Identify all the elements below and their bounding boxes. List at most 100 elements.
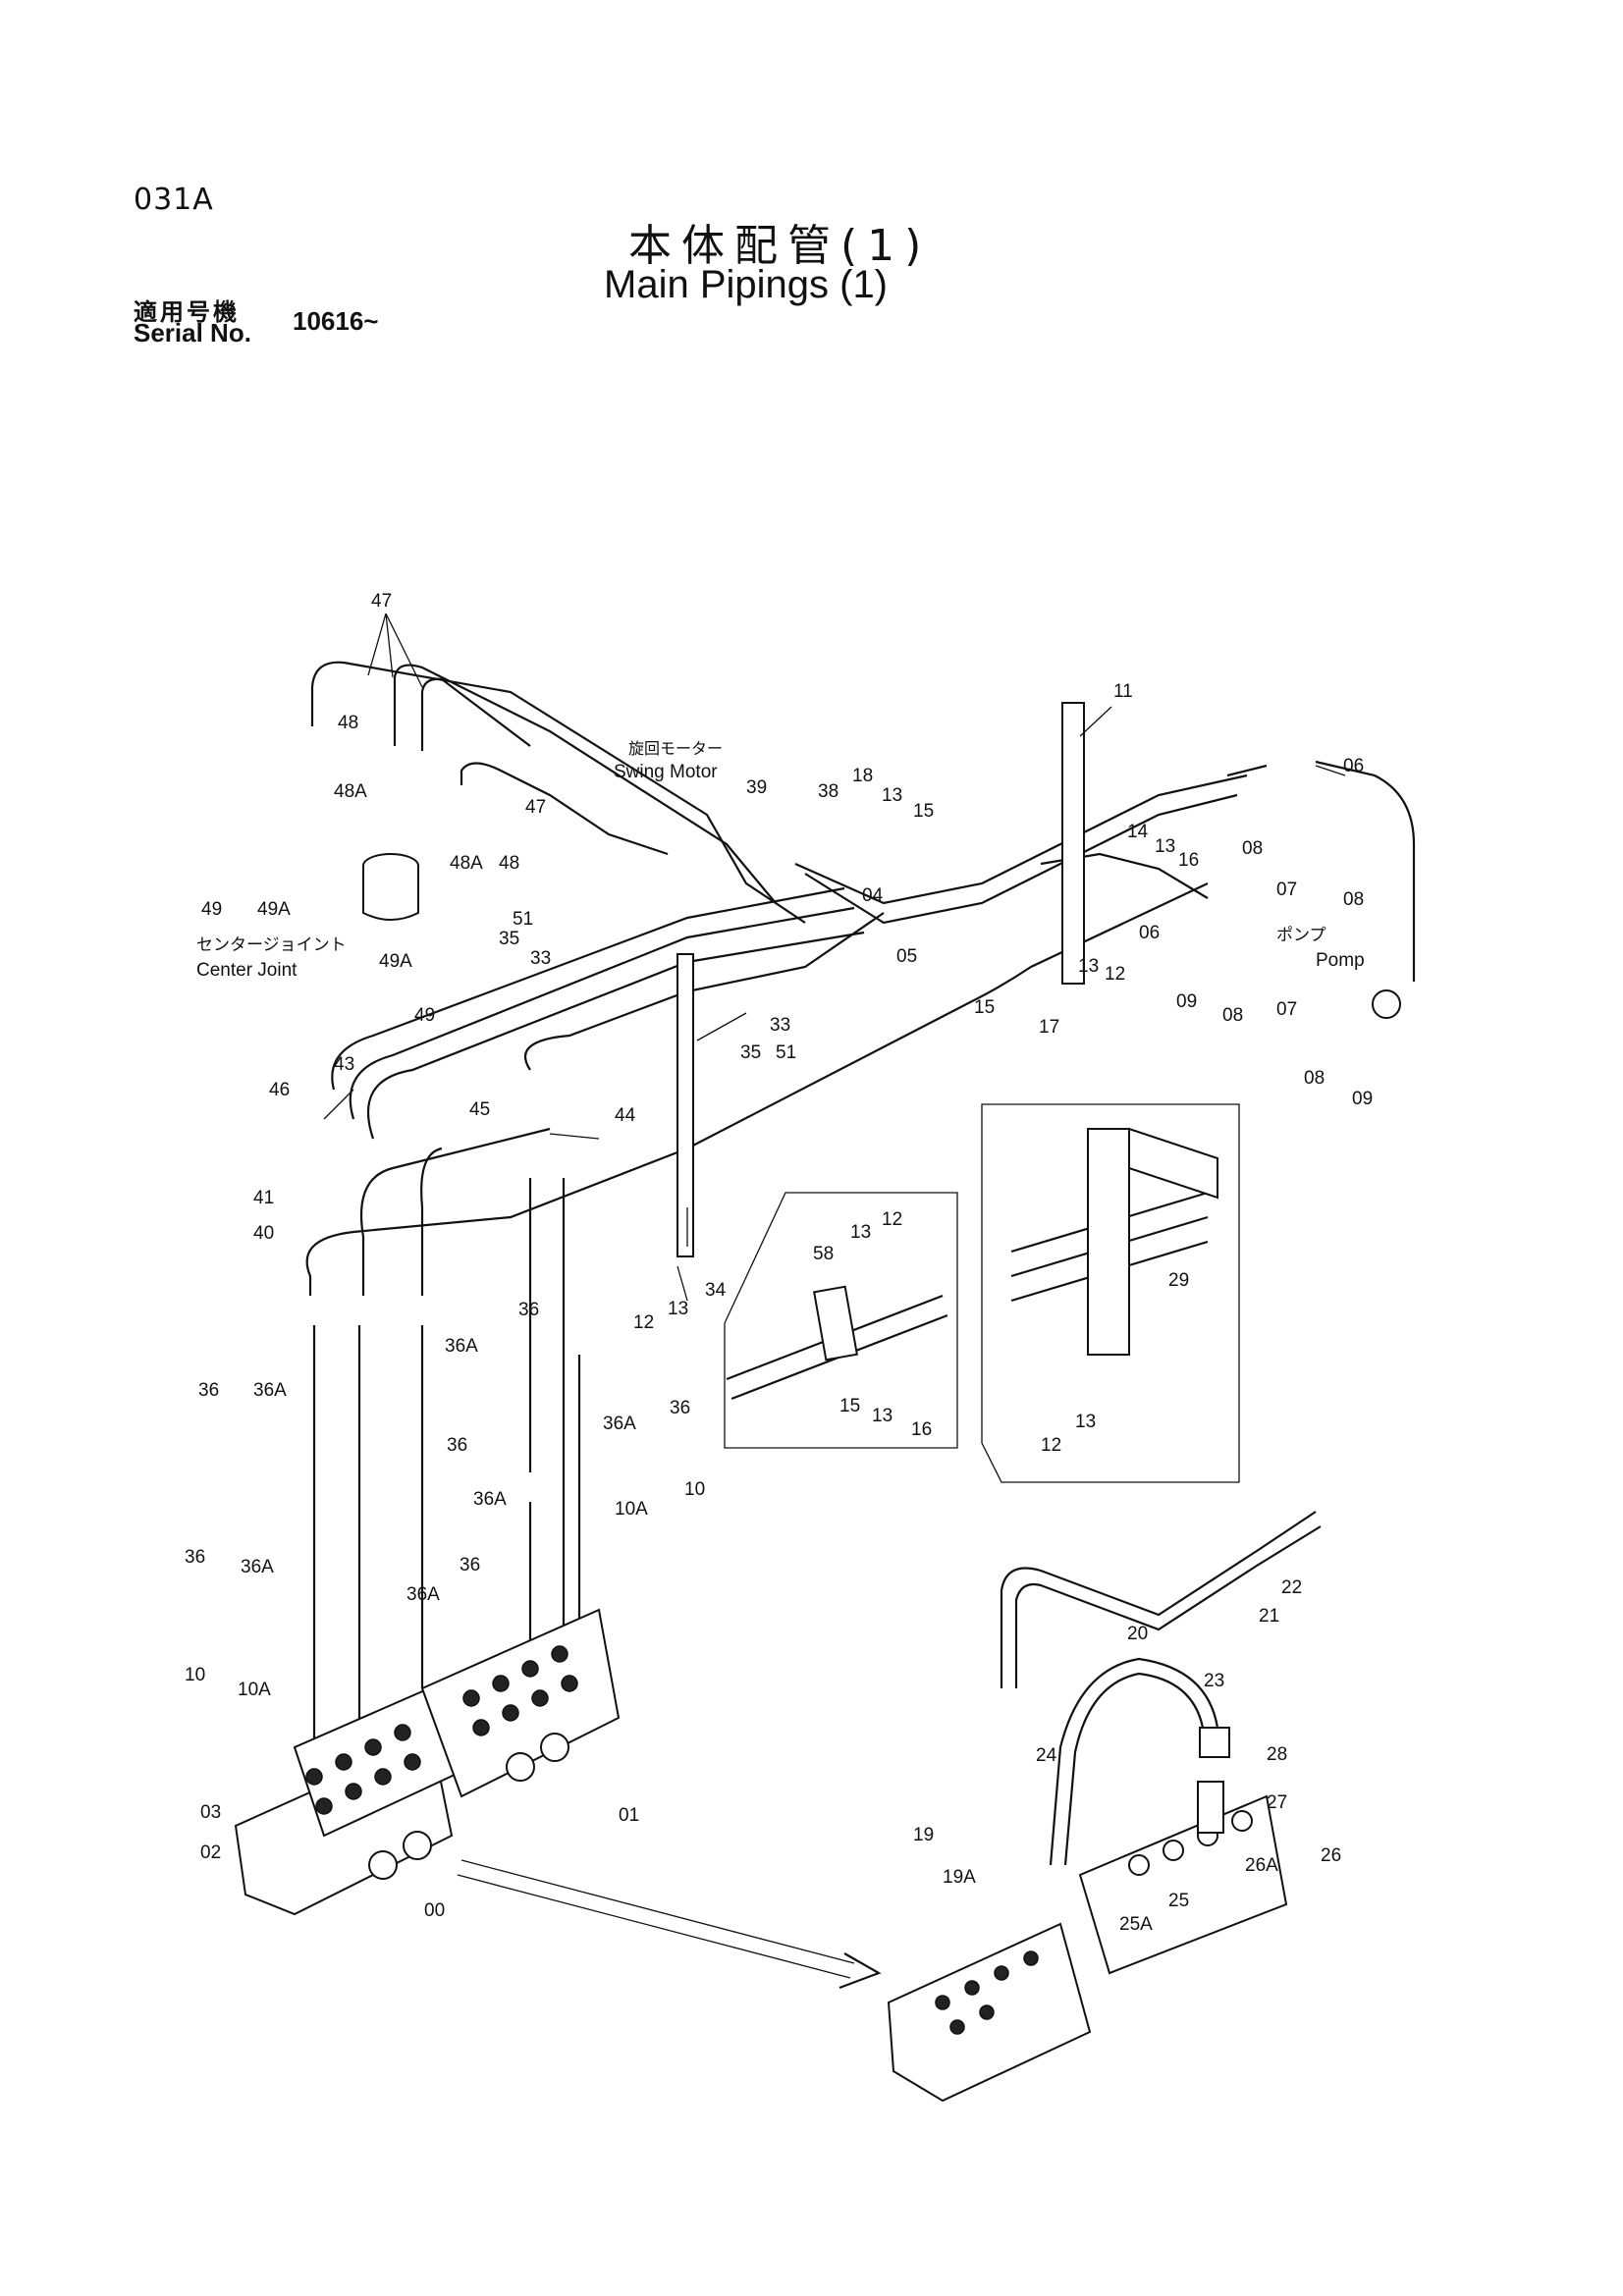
control-valve-00 xyxy=(234,1677,473,1916)
callout: 35 xyxy=(499,929,519,949)
callout: 36 xyxy=(185,1547,205,1568)
callout: 38 xyxy=(818,781,839,802)
callout: 58 xyxy=(813,1244,834,1264)
callout: 17 xyxy=(1039,1017,1059,1038)
callout: 09 xyxy=(1352,1089,1373,1109)
callout: 33 xyxy=(530,948,551,969)
callout: 19 xyxy=(913,1825,934,1845)
callout: 36A xyxy=(445,1336,478,1357)
callout: 33 xyxy=(770,1015,790,1036)
callout: 06 xyxy=(1139,923,1160,943)
callout: 01 xyxy=(619,1805,639,1826)
callout: 49A xyxy=(257,899,291,920)
callout: 36A xyxy=(241,1557,274,1577)
callout: 51 xyxy=(513,909,533,930)
callout: 18 xyxy=(852,766,873,786)
pump-label: Pomp xyxy=(1316,950,1365,971)
valve-detail-lower-right xyxy=(887,1511,1322,2103)
callout: 47 xyxy=(371,591,392,612)
callout: 15 xyxy=(839,1396,860,1416)
callout: 13 xyxy=(872,1406,893,1426)
leader-lines xyxy=(323,613,1346,1302)
callout: 21 xyxy=(1259,1606,1279,1627)
callout: 16 xyxy=(911,1419,932,1440)
callout: 47 xyxy=(525,797,546,818)
callout: 36 xyxy=(460,1555,480,1575)
callout: 16 xyxy=(1178,850,1199,871)
callout: 08 xyxy=(1304,1068,1325,1089)
callout-numbers: 47 48 48A 48A 48 47 49 49A 49A 49 51 35 … xyxy=(185,591,1373,1935)
callout: 13 xyxy=(1078,956,1099,977)
page-code: 031A xyxy=(134,183,214,217)
callout: 26 xyxy=(1321,1845,1341,1866)
callout: 10 xyxy=(684,1479,705,1500)
callout: 35 xyxy=(740,1042,761,1063)
callout: 03 xyxy=(200,1802,221,1823)
swing-motor-label: Swing Motor xyxy=(614,762,718,782)
callout: 09 xyxy=(1176,991,1197,1012)
region-labels: 旋回モーター Swing Motor センタージョイント Center Join… xyxy=(196,740,1365,981)
callout: 13 xyxy=(882,785,902,806)
callout: 34 xyxy=(705,1280,727,1301)
callout: 08 xyxy=(1222,1005,1243,1026)
callout: 43 xyxy=(334,1054,354,1075)
callout: 13 xyxy=(668,1299,688,1319)
callout: 36 xyxy=(447,1435,467,1456)
callout: 12 xyxy=(882,1209,902,1230)
callout: 13 xyxy=(1155,836,1175,857)
callout: 41 xyxy=(253,1188,274,1208)
center-joint-label: Center Joint xyxy=(196,960,298,981)
callout: 29 xyxy=(1168,1270,1189,1291)
pipe-bracket-11 xyxy=(1061,702,1085,985)
swing-motor-label-jp: 旋回モーター xyxy=(628,740,723,758)
callout: 06 xyxy=(1343,756,1364,776)
center-joint xyxy=(362,853,419,921)
callout: 24 xyxy=(1036,1745,1057,1766)
pipe-fitting xyxy=(1372,989,1401,1019)
callout: 36A xyxy=(603,1414,636,1434)
callout: 02 xyxy=(200,1842,221,1863)
callout: 36A xyxy=(473,1489,507,1510)
callout: 12 xyxy=(1041,1435,1061,1456)
callout: 07 xyxy=(1276,999,1297,1020)
callout: 13 xyxy=(1075,1412,1096,1432)
callout: 15 xyxy=(974,997,995,1018)
control-valve-01 xyxy=(420,1608,621,1798)
callout: 49 xyxy=(414,1005,435,1026)
pump-pipes xyxy=(794,702,1416,1019)
center-joint-label-jp: センタージョイント xyxy=(196,935,347,954)
callout: 14 xyxy=(1127,822,1149,842)
callout: 20 xyxy=(1127,1624,1148,1644)
callout: 04 xyxy=(862,885,884,906)
callout: 46 xyxy=(269,1080,290,1100)
page-title: Main Pipings (1) xyxy=(604,263,889,306)
callout: 10 xyxy=(185,1665,205,1685)
callout: 49 xyxy=(201,899,222,920)
callout: 36 xyxy=(670,1398,690,1418)
callout: 00 xyxy=(424,1900,445,1921)
callout: 36 xyxy=(518,1300,539,1320)
callout: 08 xyxy=(1242,838,1263,859)
callout: 44 xyxy=(615,1105,636,1126)
callout: 22 xyxy=(1281,1577,1302,1598)
serial-label: Serial No. xyxy=(134,318,251,347)
callout: 45 xyxy=(469,1099,490,1120)
callout: 28 xyxy=(1267,1744,1287,1765)
callout: 07 xyxy=(1276,880,1297,900)
page-title-japanese: 本体配管(1) xyxy=(628,221,932,271)
callout: 11 xyxy=(1113,681,1133,702)
detail-inset-bracket xyxy=(981,1103,1240,1483)
upper-pipe-bundle xyxy=(305,661,1209,1767)
callout: 12 xyxy=(1105,964,1125,985)
callout: 08 xyxy=(1343,889,1364,910)
callout: 26A xyxy=(1245,1855,1278,1876)
callout: 36A xyxy=(253,1380,287,1401)
callout: 27 xyxy=(1267,1792,1287,1813)
callout: 49A xyxy=(379,951,412,972)
callout: 39 xyxy=(746,777,767,798)
callout: 25A xyxy=(1119,1914,1153,1935)
callout: 05 xyxy=(896,946,917,967)
callout: 23 xyxy=(1204,1671,1224,1691)
callout: 48A xyxy=(450,853,483,874)
